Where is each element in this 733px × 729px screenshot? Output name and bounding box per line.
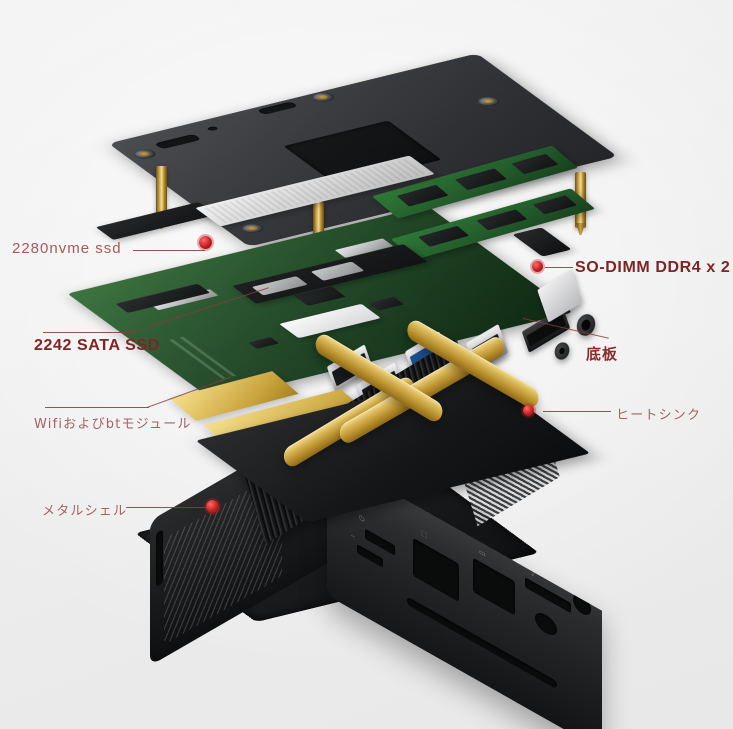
shell-side-slot (156, 529, 163, 588)
callout-marker-metal-shell (206, 500, 219, 513)
front-usb-cutout (473, 557, 515, 616)
callout-label-metal-shell: メタルシェル (42, 504, 128, 519)
pcb-trace (179, 336, 237, 377)
front-hdmi-cutout (525, 577, 571, 614)
ssd-contact-pad (310, 261, 365, 281)
callout-leader-metal-shell (126, 507, 210, 508)
callout-label-so-dimm: SO-DIMM DDR4 x 2 (575, 259, 731, 276)
plate-cutout-b (256, 101, 299, 115)
plate-screw-tl (129, 147, 160, 161)
ram-chip (396, 184, 449, 207)
callout-leader-so-dimm (545, 267, 573, 268)
plate-cutout-a (154, 133, 202, 150)
front-bottom-slot (407, 596, 557, 690)
audio-jack-b (552, 339, 572, 363)
heatsink-assembly (195, 316, 630, 542)
ssd-contact-pad (251, 276, 308, 296)
audio-icon: ♪ (531, 568, 536, 580)
callout-label-wifi-bt: Wifiおよびbtモジュール (34, 417, 192, 432)
pcb-chip (248, 336, 280, 349)
callout-label-sata-2242: 2242 SATA SSD (34, 337, 160, 354)
callout-label-nvme-2280: 2280nvme ssd (12, 240, 122, 257)
callout-marker-heatsink (523, 405, 534, 416)
front-dc-cutout (573, 590, 591, 619)
plate-screw-tr (308, 90, 338, 104)
callout-marker-so-dimm (532, 261, 543, 272)
callout-label-heatsink: ヒートシンク (616, 408, 702, 423)
ram-slot-end (512, 227, 572, 257)
callout-marker-nvme-2280 (199, 236, 212, 249)
plate-screw-br (473, 95, 504, 108)
front-rj45-cutout (413, 537, 459, 602)
pcb-chip (367, 296, 405, 311)
callout-leader-heatsink (543, 411, 611, 412)
display-icon: ▭ (479, 547, 486, 559)
ram-chip (532, 195, 578, 215)
callout-leader-wifi-bt-h (45, 407, 149, 408)
front-audio-cutout (535, 608, 557, 640)
standoff-left (156, 166, 167, 222)
ram-chip (476, 209, 528, 231)
ram-chip (511, 153, 559, 175)
front-port-slot-b (357, 544, 383, 568)
callout-label-bottom-plate: 底板 (586, 345, 619, 363)
plate-hole-small (206, 125, 220, 132)
callout-leader-sata-2242-h (43, 332, 133, 333)
ram-chip (418, 225, 470, 247)
ram-chip (454, 168, 507, 191)
callout-leader-nvme-2280 (133, 250, 205, 251)
